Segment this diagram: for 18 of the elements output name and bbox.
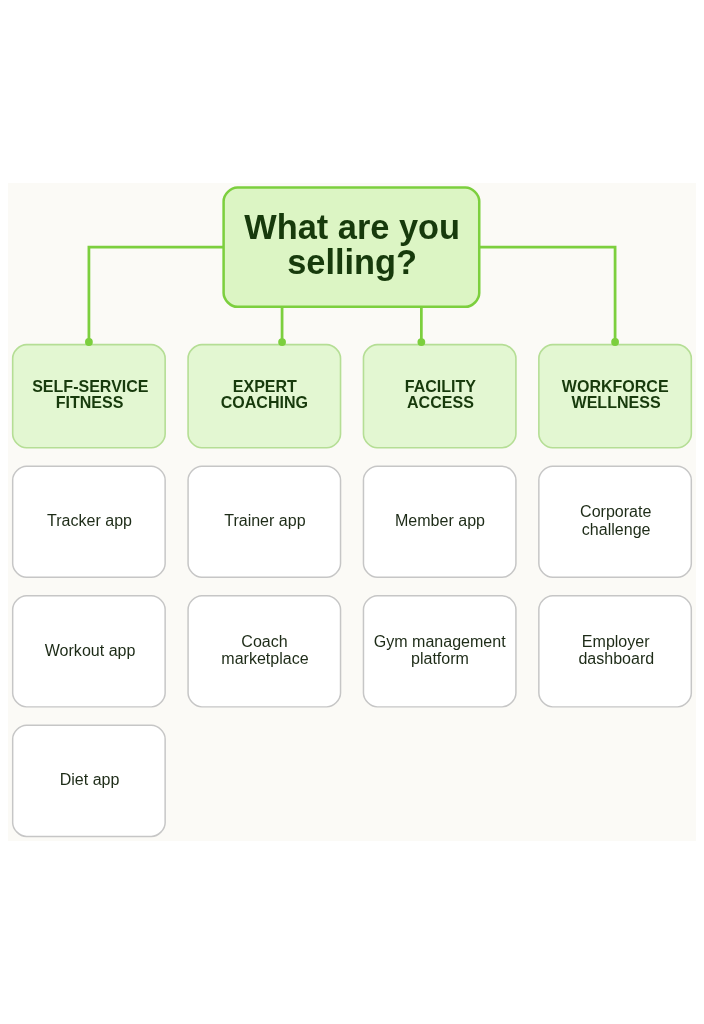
node-box: What are you selling?: [222, 186, 481, 309]
connector: [417, 306, 426, 346]
node-box: SELF-SERVICE FITNESS: [11, 343, 166, 449]
node-box: Tracker app: [11, 465, 166, 579]
node-box: Gym management platform: [362, 594, 517, 708]
node-box: Corporate challenge: [538, 465, 693, 579]
node-box: Trainer app: [187, 465, 342, 579]
node-box: Diet app: [11, 724, 166, 838]
node-box: WORKFORCE WELLNESS: [538, 343, 693, 449]
connector: [278, 306, 286, 346]
connector: [85, 245, 224, 346]
node-box: Member app: [362, 465, 517, 579]
node-box: FACILITY ACCESS: [362, 343, 517, 449]
node-box: Employer dashboard: [538, 594, 693, 708]
node-box: Coach marketplace: [187, 594, 342, 708]
node-box: Workout app: [11, 594, 166, 708]
node-box: EXPERT COACHING: [187, 343, 342, 449]
connector: [479, 245, 619, 346]
